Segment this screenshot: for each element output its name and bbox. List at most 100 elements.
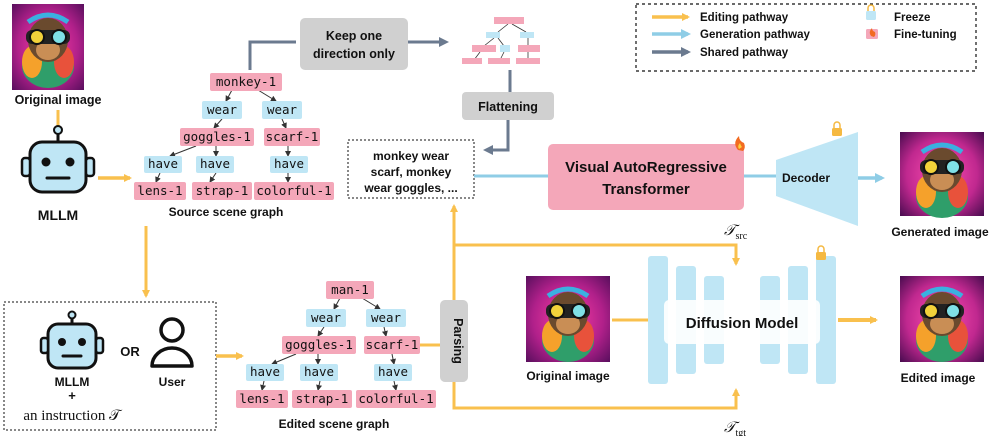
legend-generation-label: Generation pathway (700, 29, 811, 41)
keep-one-line2: direction only (313, 47, 395, 61)
svg-text:man-1: man-1 (331, 282, 369, 297)
flattened-text-box (347, 139, 475, 199)
arrow-tsrc-to-diffusion (454, 243, 740, 266)
svg-text:have: have (148, 156, 178, 171)
source-node-have-2 (196, 156, 234, 173)
svg-text:strap-1: strap-1 (196, 183, 249, 198)
t-tgt-symbol: 𝒯tgt (724, 420, 746, 436)
generated-image (900, 132, 984, 218)
keep-one-line1: Keep one (326, 29, 382, 43)
original-image-top (12, 4, 84, 90)
svg-text:wear: wear (311, 310, 342, 325)
edited-node-root (326, 281, 374, 299)
flattening-label: Flattening (478, 100, 538, 114)
legend-editing-label: Editing pathway (700, 12, 789, 24)
edited-node-wear-left (306, 309, 346, 327)
var-label-line1: Visual AutoRegressive (565, 159, 727, 176)
flattened-text-line1: monkey wear (373, 149, 449, 163)
edited-node-lens (236, 390, 288, 408)
source-node-scarf (264, 128, 320, 146)
source-node-goggles (180, 128, 254, 146)
keep-one-direction-box (300, 18, 408, 70)
user-label: User (159, 375, 186, 389)
generated-image-label: Generated image (891, 225, 989, 239)
decoder-label: Decoder (782, 171, 830, 185)
or-label: OR (120, 344, 140, 359)
legend-freeze-label: Freeze (894, 12, 930, 24)
arrow-graph-to-keep (248, 40, 296, 70)
flattened-text-line2: scarf, monkey (371, 165, 452, 179)
svg-text:strap-1: strap-1 (296, 391, 349, 406)
instruction-label: an instruction 𝒯 (23, 408, 123, 424)
svg-text:lens-1: lens-1 (239, 391, 284, 406)
user-icon (150, 317, 194, 368)
edited-node-colorful (356, 390, 436, 408)
edited-graph-label: Edited scene graph (279, 417, 390, 431)
svg-text:have: have (304, 364, 334, 379)
original-image-top-label: Original image (15, 93, 102, 107)
edited-node-scarf (364, 336, 420, 354)
svg-text:have: have (200, 156, 230, 171)
robot-icon-bottom (39, 310, 105, 370)
decoder-block (776, 132, 858, 226)
svg-text:colorful-1: colorful-1 (358, 391, 433, 406)
mllm-bottom-label: MLLM (55, 375, 90, 389)
t-src-symbol: 𝒯src (724, 223, 748, 242)
svg-text:lens-1: lens-1 (137, 183, 182, 198)
edited-node-strap (292, 390, 352, 408)
var-transformer-block (548, 144, 744, 210)
var-label-line2: Transformer (602, 181, 690, 198)
source-graph-label: Source scene graph (169, 205, 284, 219)
legend-shared-label: Shared pathway (700, 47, 789, 59)
parsing-box (440, 300, 468, 382)
source-node-lens (134, 182, 186, 200)
edited-node-have-1 (246, 364, 284, 381)
edited-image-label: Edited image (901, 371, 976, 385)
diffusion-model-label: Diffusion Model (686, 315, 799, 332)
edited-node-goggles (282, 336, 356, 354)
flattening-box (462, 92, 554, 120)
source-node-have-3 (270, 156, 308, 173)
edited-scene-graph: man-1 wear wear goggles-1 scarf-1 have h… (236, 281, 436, 408)
legend: Editing pathway Generation pathway Share… (635, 3, 977, 72)
legend-box (635, 3, 977, 72)
svg-text:monkey-1: monkey-1 (216, 74, 276, 89)
arrow-ttgt-to-diffusion (452, 382, 740, 410)
mllm-top-label: MLLM (38, 207, 78, 223)
source-node-wear-right (262, 101, 302, 119)
edited-node-wear-right (366, 309, 406, 327)
svg-text:scarf-1: scarf-1 (266, 129, 319, 144)
flattened-text-line3: wear goggles, ... (363, 181, 457, 195)
svg-text:goggles-1: goggles-1 (183, 129, 251, 144)
lock-icon-decoder (832, 121, 842, 136)
svg-text:have: have (250, 364, 280, 379)
edited-node-have-2 (300, 364, 338, 381)
svg-text:goggles-1: goggles-1 (285, 337, 353, 352)
source-node-strap (192, 182, 252, 200)
svg-text:scarf-1: scarf-1 (366, 337, 419, 352)
source-node-root (210, 73, 282, 91)
svg-text:wear: wear (371, 310, 402, 325)
lock-icon-diffusion (816, 245, 826, 260)
svg-text:wear: wear (267, 102, 298, 117)
arrow-flatten-to-text (483, 120, 510, 155)
plus-sign: + (68, 388, 76, 403)
freeze-icon (866, 4, 876, 20)
fire-icon (866, 28, 878, 39)
source-node-colorful (254, 182, 334, 200)
source-scene-graph: monkey-1 wear wear goggles-1 scarf-1 hav… (134, 73, 334, 200)
legend-finetune-label: Fine-tuning (894, 29, 957, 41)
diffusion-model-block (648, 256, 836, 384)
parsing-label: Parsing (451, 318, 465, 364)
svg-text:colorful-1: colorful-1 (256, 183, 331, 198)
robot-icon-top (20, 125, 96, 194)
original-image-bottom (526, 276, 610, 362)
original-image-bottom-label: Original image (526, 369, 610, 383)
svg-text:have: have (274, 156, 304, 171)
edited-node-have-3 (374, 364, 412, 381)
source-node-have-1 (144, 156, 182, 173)
directed-tree-icon (462, 17, 540, 64)
edited-image (900, 276, 984, 362)
svg-text:have: have (378, 364, 408, 379)
